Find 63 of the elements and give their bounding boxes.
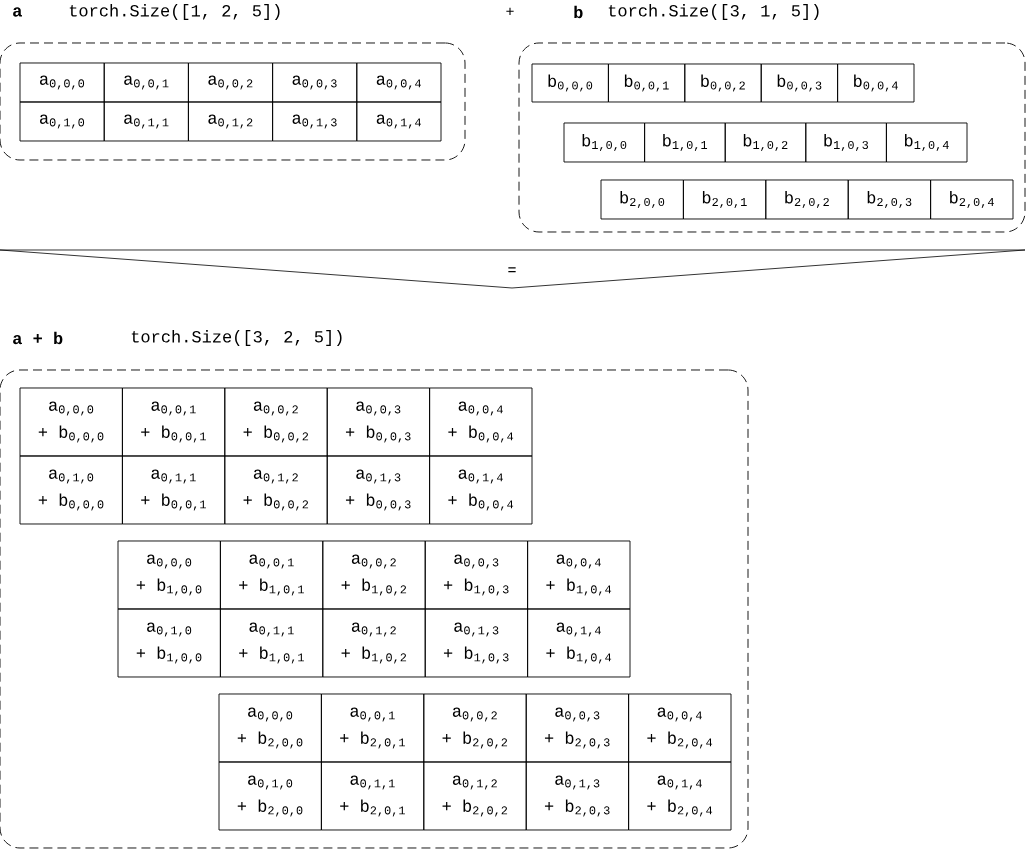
tensor-cell: a$_{0,0,1}$ + b$_{2,0,1}$ [320,693,425,763]
tensor-cell: a$_{0,1,0}$ + b$_{0,0,0}$ [19,455,123,525]
operator-sign: = [508,267,516,273]
tensor-cell: b$_{0,0,3}$ [760,63,839,103]
shape-label: torch.Size([3, 1, 5]) [608,4,819,20]
tensor-cell: b$_{2,0,3}$ [847,179,932,220]
tensor-cell: a$_{0,1,2}$ + b$_{2,0,2}$ [423,761,527,831]
tensor-name: a [13,7,22,17]
tensor-cell: b$_{1,0,0}$ [563,122,646,163]
tensor-cell: b$_{2,0,0}$ [600,179,684,220]
tensor-cell: a$_{0,0,0}$ + b$_{2,0,0}$ [218,693,322,763]
tensor-cell: a$_{0,0,4}$ + b$_{0,0,4}$ [429,387,533,457]
tensor-cell: a$_{0,0,1}$ + b$_{0,0,1}$ [121,387,226,457]
tensor-cell: a$_{0,0,1}$ + b$_{1,0,1}$ [219,540,324,610]
tensor-cell: a$_{0,1,3}$ + b$_{1,0,3}$ [424,608,529,678]
tensor-cell: b$_{2,0,2}$ [765,179,849,220]
tensor-cell: b$_{0,0,1}$ [607,63,686,103]
tensor-cell: b$_{1,0,2}$ [724,122,807,163]
tensor-cell: a$_{0,0,4}$ + b$_{2,0,4}$ [628,693,732,763]
tensor-cell: a$_{0,1,3}$ + b$_{0,0,3}$ [326,455,431,525]
tensor-cell: b$_{2,0,4}$ [930,179,1014,220]
tensor-cell: a$_{0,1,4}$ + b$_{1,0,4}$ [527,608,631,678]
tensor-cell: a$_{0,1,4}$ + b$_{2,0,4}$ [628,761,732,831]
tensor-cell: a$_{0,1,4}$ + b$_{0,0,4}$ [429,455,533,525]
tensor-cell: b$_{1,0,4}$ [885,122,968,163]
tensor-cell: a$_{0,0,4}$ + b$_{1,0,4}$ [527,540,631,610]
tensor-cell: a$_{0,1,0}$ + b$_{1,0,0}$ [117,608,221,678]
tensor-cell: a$_{0,1,2}$ [187,101,274,142]
tensor-cell: a$_{0,0,0}$ [19,62,105,103]
tensor-cell: a$_{0,1,1}$ + b$_{0,0,1}$ [121,455,226,525]
tensor-cell: a$_{0,0,3}$ + b$_{0,0,3}$ [326,387,431,457]
tensor-cell: a$_{0,0,2}$ + b$_{0,0,2}$ [224,387,328,457]
tensor-cell: a$_{0,0,0}$ + b$_{0,0,0}$ [19,387,123,457]
tensor-cell: a$_{0,1,0}$ + b$_{2,0,0}$ [218,761,322,831]
tensor-cell: a$_{0,0,2}$ + b$_{1,0,2}$ [322,540,426,610]
tensor-cell: a$_{0,0,2}$ [187,62,274,103]
tensor-cell: a$_{0,1,1}$ [103,101,189,142]
shape-label: torch.Size([3, 2, 5]) [131,330,342,346]
tensor-cell: a$_{0,0,1}$ [103,62,189,103]
tensor-cell: a$_{0,1,1}$ + b$_{1,0,1}$ [219,608,324,678]
tensor-cell: a$_{0,0,2}$ + b$_{2,0,2}$ [423,693,527,763]
tensor-cell: b$_{2,0,1}$ [682,179,767,220]
tensor-cell: a$_{0,1,1}$ + b$_{2,0,1}$ [320,761,425,831]
tensor-cell: b$_{1,0,3}$ [805,122,887,163]
tensor-cell: a$_{0,1,0}$ [19,101,105,142]
tensor-cell: b$_{0,0,4}$ [837,63,915,103]
tensor-cell: a$_{0,0,0}$ + b$_{1,0,0}$ [117,540,221,610]
tensor-cell: b$_{0,0,2}$ [684,63,762,103]
shape-label: torch.Size([1, 2, 5]) [69,4,280,20]
tensor-cell: a$_{0,0,3}$ + b$_{2,0,3}$ [525,693,630,763]
tensor-cell: a$_{0,1,2}$ + b$_{1,0,2}$ [322,608,426,678]
tensor-name: a + b [13,331,63,345]
tensor-cell: a$_{0,0,3}$ + b$_{1,0,3}$ [424,540,529,610]
operator-sign: + [506,7,514,15]
tensor-cell: a$_{0,0,3}$ [272,62,358,103]
tensor-cell: a$_{0,1,3}$ + b$_{2,0,3}$ [525,761,630,831]
tensor-cell: a$_{0,1,2}$ + b$_{0,0,2}$ [224,455,328,525]
tensor-cell: b$_{0,0,0}$ [531,63,609,103]
tensor-name: b [574,5,583,19]
tensor-cell: b$_{1,0,1}$ [644,122,726,163]
tensor-cell: a$_{0,0,4}$ [356,62,442,103]
tensor-cell: a$_{0,1,4}$ [356,101,442,142]
tensor-cell: a$_{0,1,3}$ [272,101,358,142]
